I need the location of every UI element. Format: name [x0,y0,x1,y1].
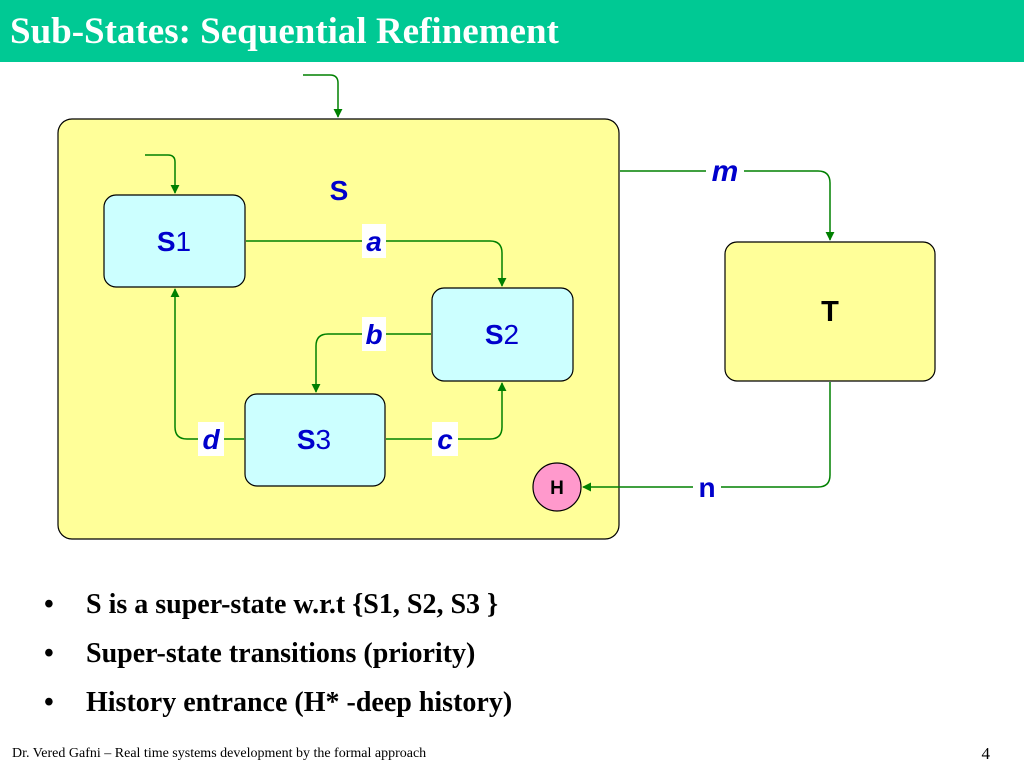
state-label-t: T [821,296,839,328]
state-t [724,241,936,382]
transition-label-n: n [698,472,715,503]
label-bg-m [706,154,744,188]
transition-arrow-a [246,240,507,287]
label-bg-a [362,224,386,258]
state-s3 [244,393,386,487]
history-label: H [550,478,564,499]
bullet-text: Super-state transitions (priority) [86,638,476,669]
bullet-dot-icon: • [44,589,54,620]
footer-text: Dr. Vered Gafni – Real time systems deve… [12,746,427,761]
state-label-s2: S2 [485,319,519,350]
bullet-item: • Super-state transitions (priority) [44,633,512,682]
transition-label-c: c [437,424,453,455]
history-node [532,462,582,512]
state-label-s1: S1 [157,226,191,257]
label-bg-b [362,317,386,351]
bullet-list: •S is a super-state w.r.t {S1, S2, S3 } … [44,584,512,731]
transition-label-m: m [712,155,739,188]
transition-arrow-m [620,170,835,241]
statechart-diagram: S S1 S2 S3 T H m a b c d n [57,74,936,540]
page-number: 4 [981,744,991,763]
bullet-item: • History entrance (H* -deep history) [44,682,512,731]
state-s1 [103,194,246,288]
label-bg-c [432,422,458,456]
state-s2 [431,287,574,382]
bullet-dot-icon: • [44,687,54,718]
label-bg-n [693,470,721,504]
bullet-item: • S is a super-state w.r.t {S1, S2, S3 } [44,584,512,633]
transition-label-b: b [365,319,382,350]
superstate-label: S [330,175,349,206]
transition-label-d: d [202,424,220,455]
transition-label-a: a [366,226,382,257]
title-bar: Sub-States: Sequential Refinement [0,0,1024,62]
bullet-dot-icon: • [44,638,54,669]
state-label-s3: S3 [297,424,331,455]
transition-arrow-b [311,333,431,393]
transition-arrow-n [582,382,831,492]
bullet-text: S is a super-state w.r.t {S1, S2, S3 } [86,589,499,620]
default-entry-arrow-s [303,74,343,118]
label-bg-d [198,422,224,456]
bullet-text: History entrance (H* -deep history) [86,687,513,718]
slide-title: Sub-States: Sequential Refinement [10,11,559,52]
transition-arrow-c [386,382,507,440]
transition-arrow-d [170,288,244,440]
default-entry-arrow-s1 [145,154,180,194]
